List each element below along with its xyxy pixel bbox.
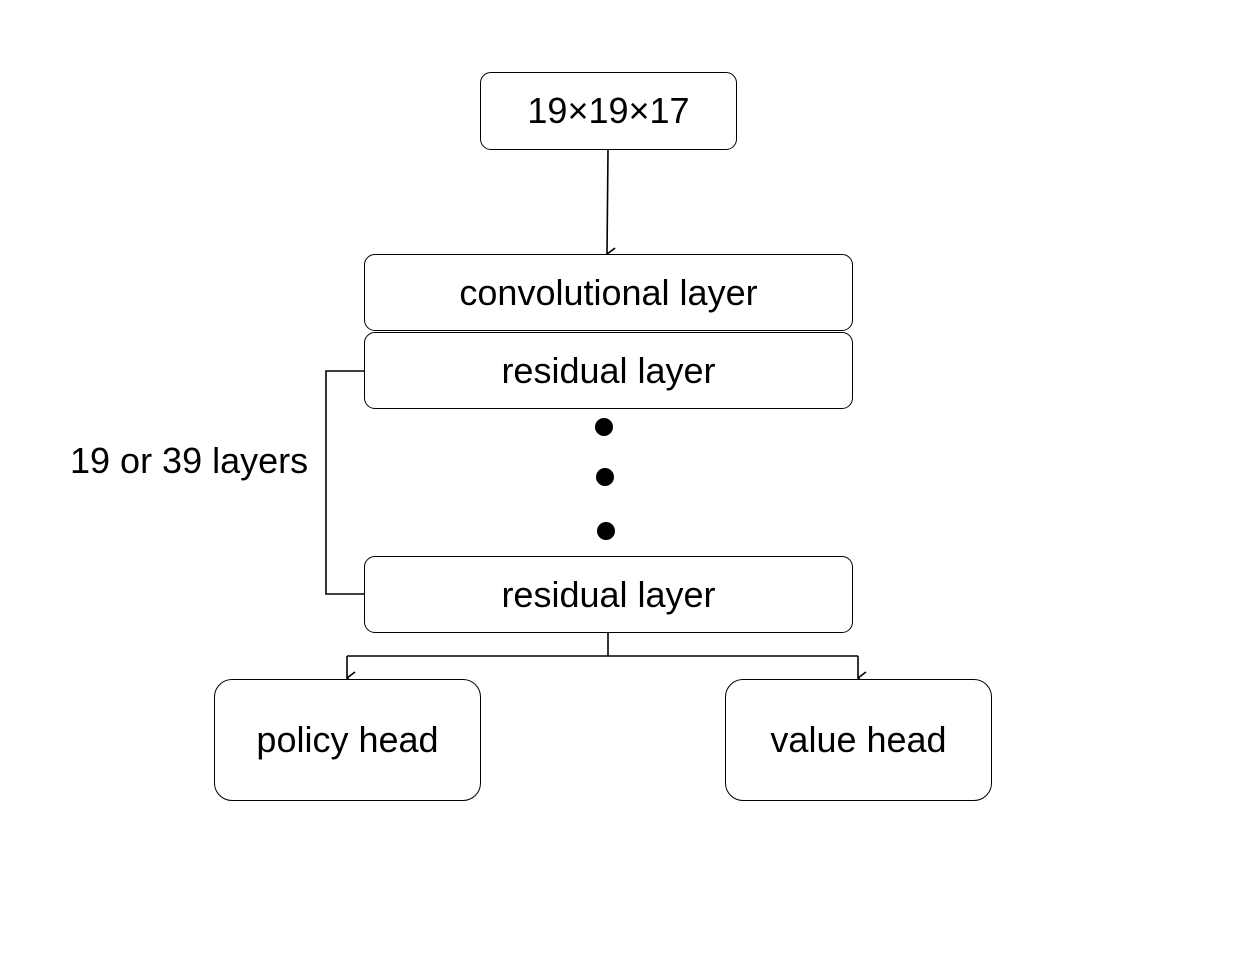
input-shape-label: 19×19×17 bbox=[527, 90, 690, 131]
ellipsis-dot bbox=[595, 418, 613, 436]
residual-layer-first-box: residual layer bbox=[364, 332, 853, 409]
convolutional-layer-box: convolutional layer bbox=[364, 254, 853, 331]
input-to-conv-arrow bbox=[605, 149, 616, 261]
input-shape-box: 19×19×17 bbox=[480, 72, 737, 150]
policy-head-box: policy head bbox=[214, 679, 481, 801]
value-head-box: value head bbox=[725, 679, 992, 801]
ellipsis-dot bbox=[596, 468, 614, 486]
policy-head-label: policy head bbox=[256, 719, 439, 760]
convolutional-layer-label: convolutional layer bbox=[459, 271, 758, 313]
residual-layer-first-label: residual layer bbox=[501, 349, 716, 391]
residual-layer-last-label: residual layer bbox=[501, 573, 716, 615]
residual-layer-last-box: residual layer bbox=[364, 556, 853, 633]
ellipsis-dot bbox=[597, 522, 615, 540]
repeat-count-label: 19 or 39 layers bbox=[70, 440, 309, 481]
value-head-label: value head bbox=[770, 719, 947, 760]
repeat-bracket bbox=[325, 370, 365, 595]
